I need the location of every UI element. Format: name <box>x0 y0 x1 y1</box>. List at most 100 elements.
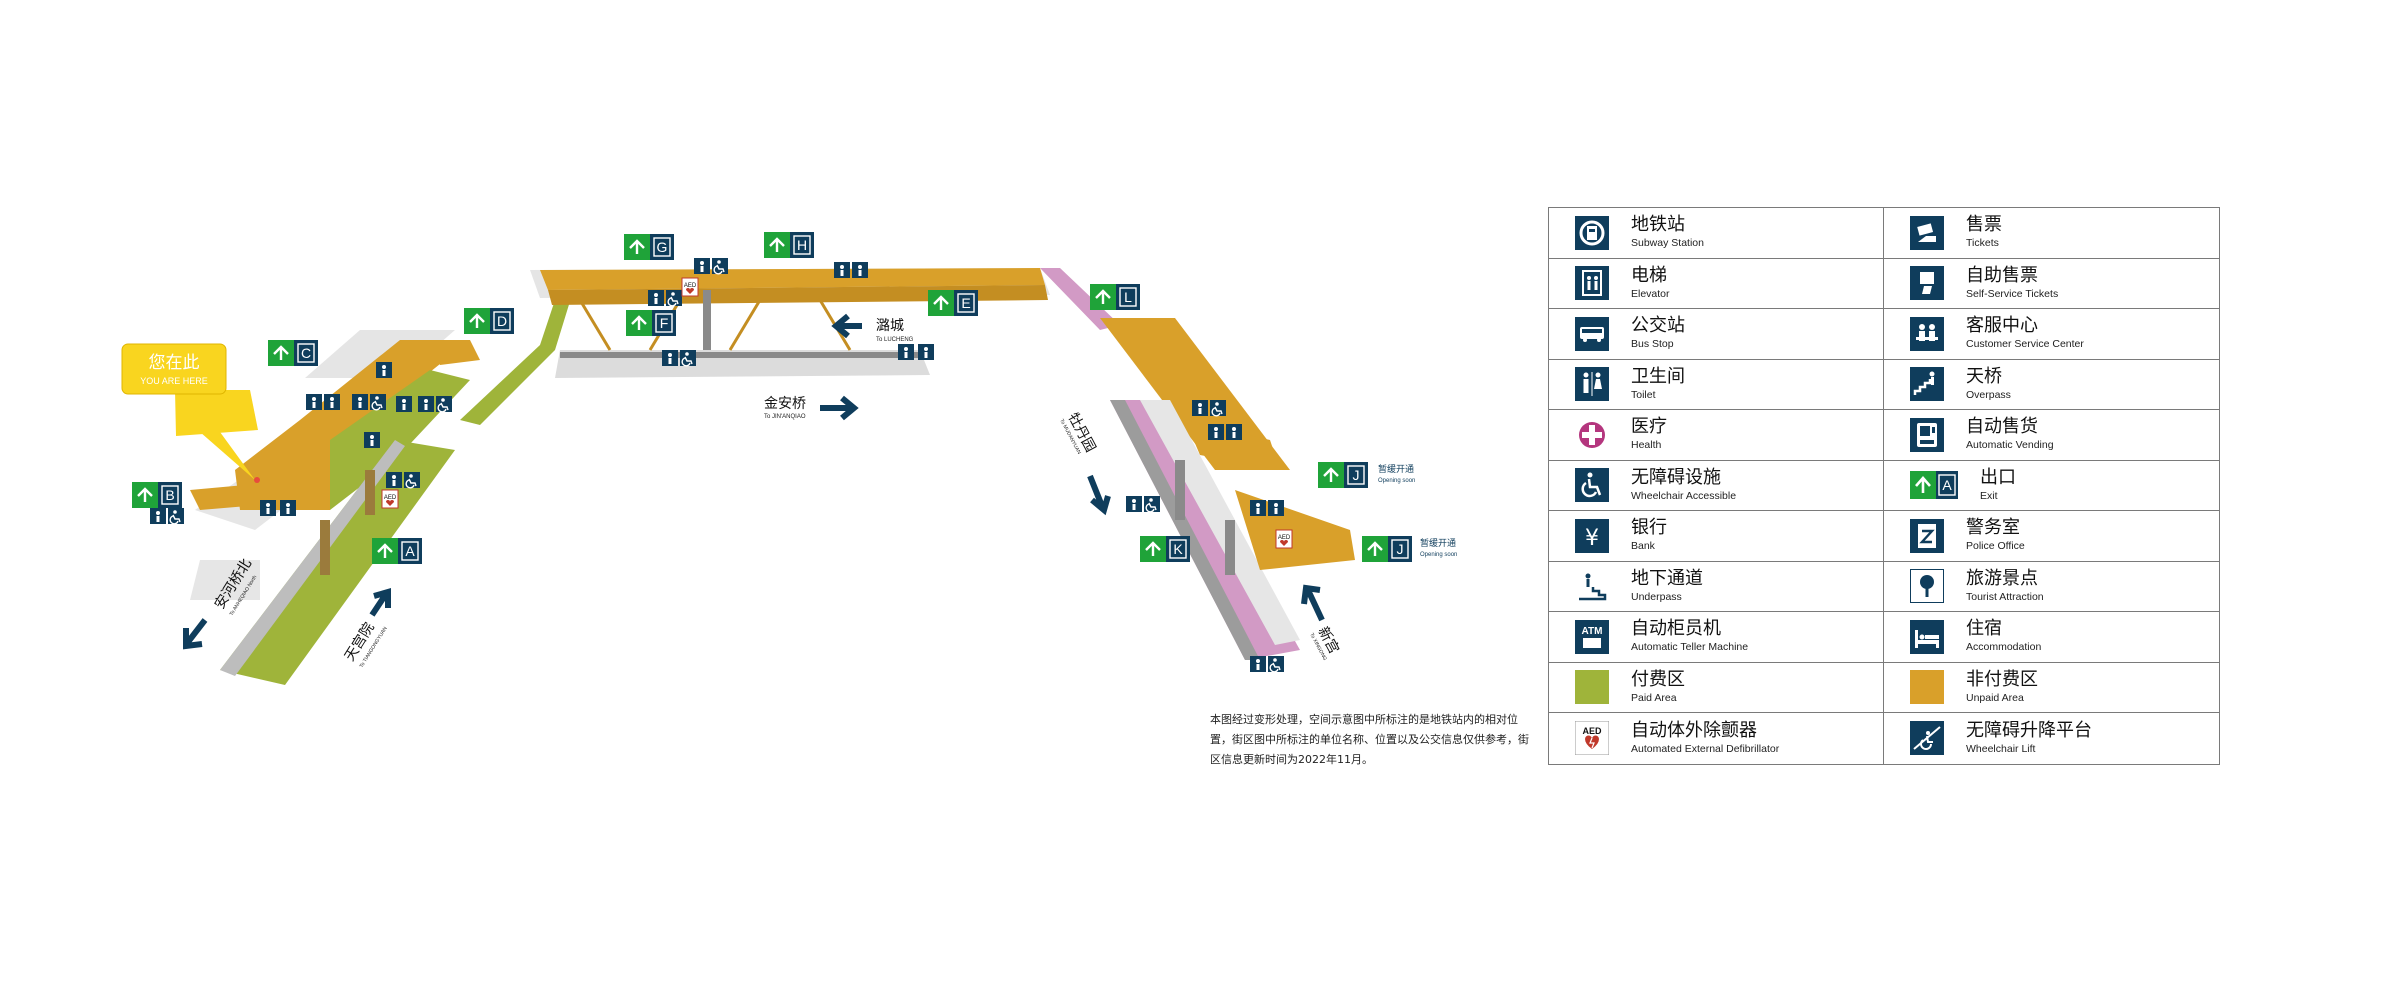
pink-ramp <box>1040 268 1120 330</box>
legend-label-en: Underpass <box>1631 590 1682 603</box>
wheelchair-icon <box>665 289 683 307</box>
exit-sign-f: F <box>624 308 678 338</box>
legend-label-zh: 无障碍升降平台 <box>1966 719 2092 741</box>
legend-label-en: Elevator <box>1631 287 1670 300</box>
subway-icon <box>1575 215 1609 250</box>
right-track-edge <box>1110 400 1260 660</box>
left-pillar <box>320 520 330 575</box>
legend-label-zh: 地铁站 <box>1631 214 1685 236</box>
svg-text:AED: AED <box>1278 535 1291 541</box>
legend-label-zh: 出口 <box>1980 466 2016 488</box>
wheelchair-icon <box>679 349 697 367</box>
direction-en: To JIN'ANQIAO <box>764 414 806 420</box>
self-service-icon <box>1910 266 1944 301</box>
aed-marker: AED <box>681 277 699 297</box>
legend-label-en: Subway Station <box>1631 237 1704 250</box>
wheelchair-icon <box>369 393 387 411</box>
direction-zh: 潞城 <box>876 318 904 334</box>
wheelchair-icon <box>1209 399 1227 417</box>
left-platform-lower <box>190 560 260 600</box>
aed-marker: AED <box>381 489 399 509</box>
legend-label-zh: 医疗 <box>1631 416 1667 438</box>
legend-label-zh: 地下通道 <box>1631 567 1703 589</box>
legend-label-en: Tourist Attraction <box>1966 590 2044 603</box>
svg-text:A: A <box>1942 477 1952 493</box>
legend-label-zh: 住宿 <box>1966 618 2002 640</box>
legend-label-en: Toilet <box>1631 388 1656 401</box>
elevator-icon <box>648 290 664 306</box>
overpass-icon <box>1910 367 1944 402</box>
customer-service-icon <box>376 362 392 378</box>
legend-label-en: Customer Service Center <box>1966 338 2084 351</box>
legend-label-en: Exit <box>1980 489 1998 502</box>
legend-label-en: Accommodation <box>1966 641 2042 654</box>
aed-marker: AED <box>1275 529 1293 549</box>
legend-label-en: Automatic Teller Machine <box>1631 641 1749 654</box>
toilet-icon <box>1575 367 1609 402</box>
bank-icon: ¥ <box>1575 518 1609 553</box>
exit-letter: D <box>497 313 507 329</box>
legend-label-zh: 无障碍设施 <box>1631 466 1721 488</box>
svg-text:AED: AED <box>384 495 397 501</box>
exit-sign-j-upper: J 暂缓开通 Opening soon <box>1316 460 1415 490</box>
arrow-up-right-icon <box>369 588 391 617</box>
wheelchair-icon <box>1267 655 1285 673</box>
exit-letter: F <box>660 315 669 331</box>
elevator-icon <box>694 258 710 274</box>
toilet-icon <box>306 394 322 410</box>
arrow-right-icon <box>820 395 859 421</box>
arrow-up-left-icon <box>1301 584 1325 622</box>
legend-label-en: Paid Area <box>1631 691 1677 704</box>
elevator-icon <box>386 472 402 488</box>
left-unpaid-corridor-b <box>190 485 260 510</box>
tickets-icon <box>834 262 850 278</box>
elevator-icon <box>1192 400 1208 416</box>
legend-label-en: Unpaid Area <box>1966 691 2024 704</box>
tickets-icon <box>1208 424 1224 440</box>
svg-text:AED: AED <box>684 283 697 289</box>
station-map: B C D A G H F E L J 暂缓开通 Opening soon J <box>121 230 1457 685</box>
direction-mudanyuan: 牡丹园 To MUDANYUAN <box>1058 410 1111 516</box>
elevator-icon <box>352 394 368 410</box>
you-are-here-en: YOU ARE HERE <box>140 376 208 386</box>
direction-en: To LUCHENG <box>876 337 914 343</box>
tickets-icon <box>1910 215 1944 250</box>
exit-sign-b: B <box>130 480 184 510</box>
legend-label-zh: 付费区 <box>1631 668 1685 690</box>
top-truss <box>578 299 612 351</box>
left-pillar <box>365 470 375 515</box>
exit-sign-j-lower: J 暂缓开通 Opening soon <box>1360 534 1457 564</box>
right-upper-concourse <box>1100 318 1290 470</box>
elevator-icon <box>1126 496 1142 512</box>
paid-area-swatch <box>1575 670 1609 705</box>
police-icon <box>260 500 276 516</box>
arrow-down-left-icon <box>183 618 208 650</box>
exit-letter: J <box>1397 541 1404 557</box>
exit-sign-d: D <box>462 306 516 336</box>
svg-text:AED: AED <box>1582 726 1602 736</box>
svg-text:ATM: ATM <box>1582 626 1603 637</box>
vending-icon <box>852 262 868 278</box>
exit-letter: H <box>797 237 807 253</box>
